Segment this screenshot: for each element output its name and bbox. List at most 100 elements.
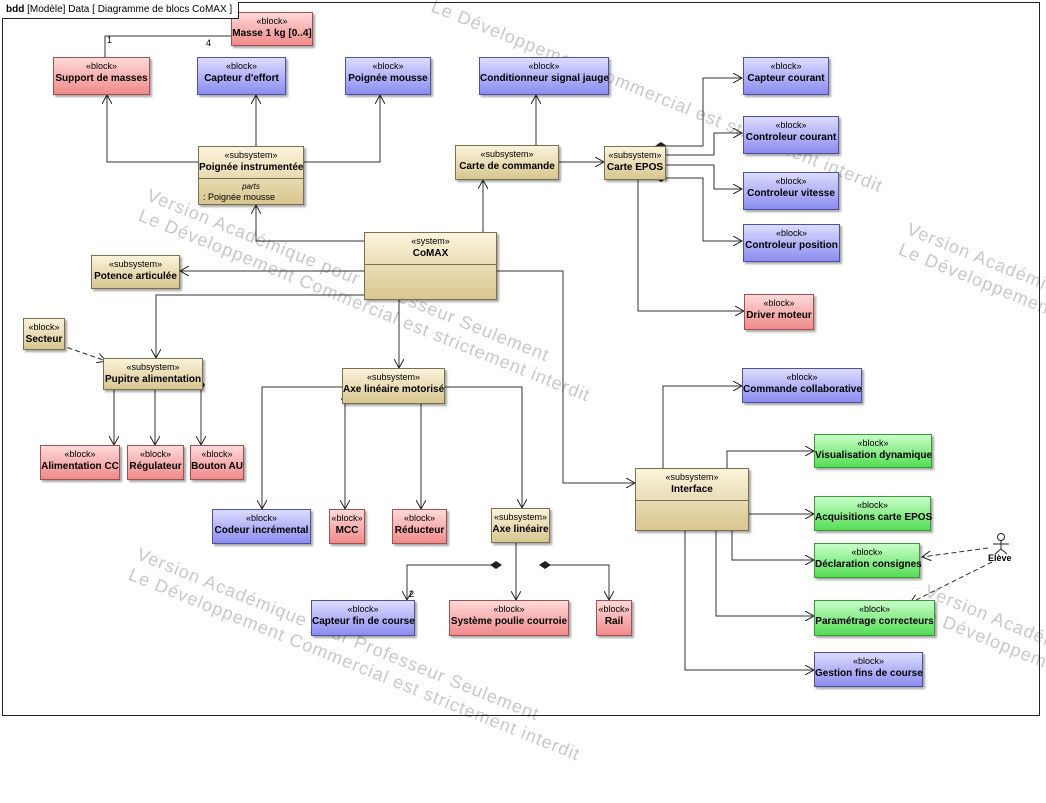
block-commande-collaborative[interactable]: «block» Commande collaborative	[742, 368, 862, 403]
block-driver-moteur[interactable]: «block» Driver moteur	[744, 294, 814, 330]
compartment-divider	[199, 178, 303, 179]
block-name: Controleur courant	[745, 132, 837, 143]
block-rail[interactable]: «block» Rail	[596, 600, 632, 636]
subsystem-poignee-instrumentee[interactable]: «subsystem» Poignée instrumentée parts :…	[198, 146, 304, 205]
block-parametrage[interactable]: «block» Paramétrage correcteurs	[814, 600, 935, 636]
link-comax-poignee[interactable]	[256, 205, 364, 241]
dependency-eleve-declaration[interactable]	[922, 547, 989, 557]
stereotype-label: «subsystem»	[493, 512, 548, 522]
actor-stick-figure-icon[interactable]	[986, 532, 1016, 566]
link-epos-controleur-courant[interactable]	[666, 133, 742, 155]
block-systeme-poulie[interactable]: «block» Système poulie courroie	[449, 600, 569, 636]
block-name: Rail	[604, 616, 624, 627]
block-controleur-courant[interactable]: «block» Controleur courant	[743, 116, 839, 154]
block-conditionneur[interactable]: «block» Conditionneur signal jauge	[479, 57, 609, 95]
block-name: Codeur incrémental	[214, 525, 309, 536]
connector-layer	[59, 35, 993, 722]
dependency-secteur-pupitre[interactable]	[59, 344, 106, 361]
stereotype-label: «block»	[851, 547, 883, 557]
compartment-divider	[365, 264, 496, 265]
link-interface-commande[interactable]	[663, 386, 742, 468]
link-axe-lineaire[interactable]	[445, 387, 522, 508]
stereotype-label: «block»	[528, 61, 560, 71]
stereotype-label: «subsystem»	[480, 149, 534, 159]
link-epos-driver[interactable]	[638, 180, 744, 311]
stereotype-label: «subsystem»	[108, 259, 163, 269]
link-poignee-mousse[interactable]	[304, 95, 380, 162]
link-epos-controleur-vitesse[interactable]	[666, 165, 742, 189]
block-controleur-position[interactable]: «block» Controleur position	[743, 224, 840, 262]
actor-label: Elève	[988, 553, 1012, 563]
block-mcc[interactable]: «block» MCC	[329, 509, 365, 544]
subsystem-interface[interactable]: «subsystem» Interface	[635, 468, 749, 531]
link-epos-controleur-position[interactable]	[666, 178, 742, 241]
link-comax-interface[interactable]	[497, 271, 635, 483]
parts-compartment: parts : Poignée mousse	[199, 179, 303, 205]
block-codeur[interactable]: «block» Codeur incrémental	[212, 509, 311, 544]
link-interface-visualisation[interactable]	[727, 451, 814, 468]
subsystem-pupitre[interactable]: «subsystem» Pupitre alimentation	[103, 358, 203, 390]
block-declaration[interactable]: «block» Déclaration consignes	[814, 543, 922, 578]
block-capteur-effort[interactable]: «block» Capteur d'effort	[197, 57, 286, 95]
link-interface-gestion[interactable]	[685, 531, 814, 670]
block-masse[interactable]: «block» Masse 1 kg [0..4]	[231, 12, 313, 46]
block-name: Acquisitions carte EPOS	[815, 512, 933, 523]
stereotype-label: «block»	[786, 372, 818, 382]
subsystem-axe-motorise[interactable]: «subsystem» Axe linéaire motorisé	[342, 368, 445, 404]
block-name: CoMAX	[412, 248, 449, 259]
block-name: Régulateur	[129, 461, 182, 472]
link-axe-codeur[interactable]	[262, 387, 342, 509]
subsystem-carte-commande[interactable]: «subsystem» Carte de commande	[455, 145, 559, 180]
link-comax-pupitre[interactable]	[156, 295, 364, 358]
block-name: Axe linéaire	[492, 524, 549, 535]
subsystem-potence[interactable]: «subsystem» Potence articulée	[91, 255, 180, 289]
subsystem-carte-epos[interactable]: «subsystem» Carte EPOS	[604, 146, 666, 180]
subsystem-axe-lineaire[interactable]: «subsystem» Axe linéaire	[491, 508, 550, 543]
block-name: Controleur vitesse	[747, 188, 835, 199]
block-name: Alimentation CC	[41, 461, 119, 472]
block-name: Visualisation dynamique	[815, 450, 933, 461]
block-gestion-fins-course[interactable]: «block» Gestion fins de course	[814, 652, 923, 687]
block-alimentation-cc[interactable]: «block» Alimentation CC	[40, 445, 120, 480]
multiplicity-4: 4	[206, 38, 212, 48]
block-name: Support de masses	[55, 73, 148, 84]
stereotype-label: «block»	[770, 61, 802, 71]
block-poignee-mousse[interactable]: «block» Poignée mousse	[345, 57, 431, 95]
link-lineaire-rail[interactable]	[550, 565, 609, 600]
stereotype-label: «block»	[858, 604, 891, 614]
block-name: Secteur	[25, 334, 63, 345]
block-controleur-vitesse[interactable]: «block» Controleur vitesse	[743, 172, 839, 210]
stereotype-label: «subsystem»	[126, 362, 180, 372]
stereotype-label: «block»	[372, 61, 404, 71]
block-capteur-courant[interactable]: «block» Capteur courant	[743, 57, 829, 95]
stereotype-label: «block»	[225, 61, 258, 71]
block-bouton-au[interactable]: «block» Bouton AU	[190, 445, 244, 480]
block-reducteur[interactable]: «block» Réducteur	[392, 509, 447, 544]
block-acquisitions[interactable]: «block» Acquisitions carte EPOS	[814, 496, 933, 531]
diagram-header-tab[interactable]: bdd [Modèle] Data [ Diagramme de blocs C…	[2, 2, 240, 19]
block-capteur-fin-course[interactable]: «block» Capteur fin de course	[311, 600, 415, 636]
system-comax[interactable]: «system» CoMAX	[364, 232, 497, 300]
link-poignee-support[interactable]	[107, 95, 198, 162]
multiplicity-1: 1	[107, 35, 113, 45]
stereotype-label: «subsystem»	[608, 150, 662, 160]
block-name: Pupitre alimentation	[104, 374, 202, 385]
link-lineaire-capteur-fin[interactable]	[407, 565, 491, 600]
stereotype-label: «subsystem»	[665, 472, 719, 482]
stereotype-label: «block»	[856, 500, 889, 510]
block-visualisation[interactable]: «block» Visualisation dynamique	[814, 434, 932, 468]
dependency-eleve-parametrage[interactable]	[910, 561, 993, 603]
stereotype-label: «block»	[857, 438, 889, 448]
assoc-support-masse[interactable]	[101, 35, 231, 68]
block-name: Déclaration consignes	[815, 559, 922, 570]
stereotype-label: «block»	[775, 228, 808, 238]
stereotype-label: «block»	[763, 298, 795, 308]
block-name: Capteur courant	[747, 73, 825, 84]
link-interface-declaration[interactable]	[732, 531, 814, 560]
block-regulateur[interactable]: «block» Régulateur	[127, 445, 184, 480]
link-interface-parametrage[interactable]	[716, 531, 814, 616]
block-support-masses[interactable]: «block» Support de masses	[53, 57, 150, 95]
block-secteur[interactable]: «block» Secteur	[23, 318, 65, 350]
link-epos-capteur-courant[interactable]	[666, 78, 742, 146]
diagram-kind: bdd	[6, 4, 25, 15]
